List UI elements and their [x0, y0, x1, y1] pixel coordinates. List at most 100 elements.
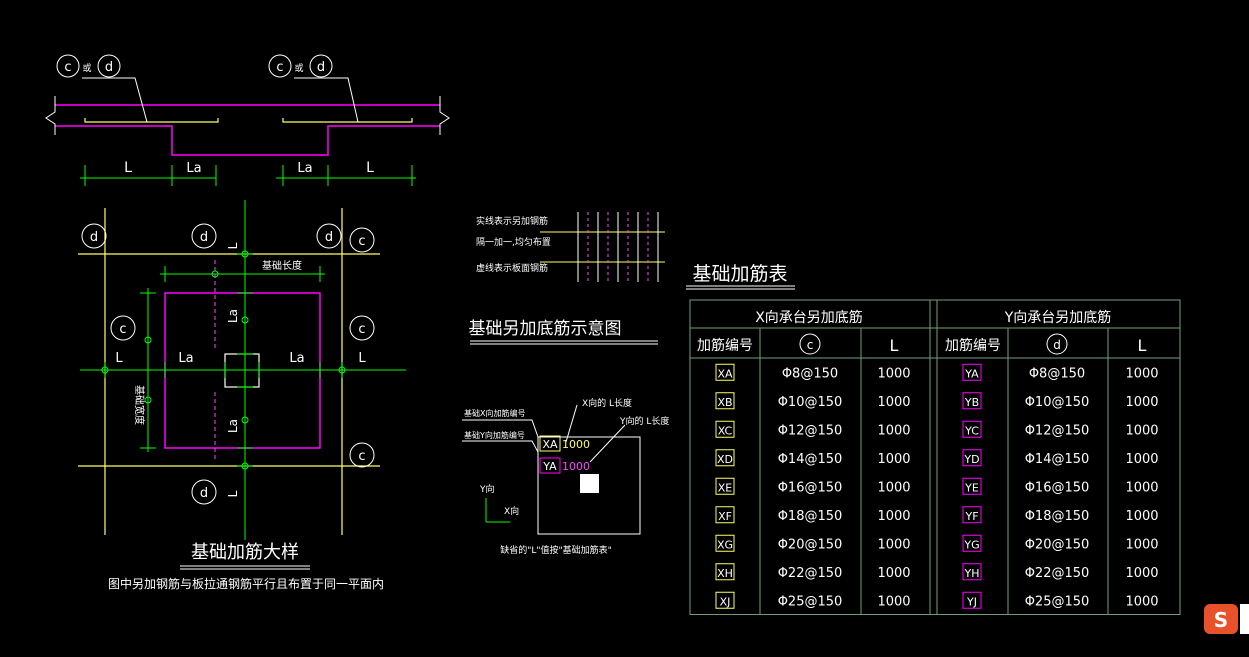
plan-bubble-c-2-label: c	[119, 322, 126, 337]
callout-c-label-left: c	[64, 60, 71, 75]
xcode-cell: XG	[717, 538, 733, 551]
plan-bubble-d-1-label: d	[90, 230, 98, 245]
yl-cell: 1000	[1125, 395, 1158, 410]
xcode-box	[715, 534, 735, 552]
yspec-cell: Φ22@150	[1025, 566, 1090, 581]
plan-dim-v-la-top: La	[226, 309, 240, 323]
plan-dim-v-l-bottom: L	[226, 490, 240, 497]
plan-bubble-d-1	[81, 223, 107, 249]
ycode-cell: YH	[964, 567, 980, 580]
xl-cell: 1000	[877, 509, 910, 524]
plan-note: 图中另加钢筋与板拉通钢筋平行且布置于同一平面内	[108, 576, 384, 591]
yspec-cell: Φ25@150	[1025, 594, 1090, 609]
callout-c-label-right: c	[276, 60, 283, 75]
plan-nodes	[101, 250, 346, 470]
yl-cell: 1000	[1125, 480, 1158, 495]
xcode-box	[715, 506, 735, 524]
legend-item-alternate: 隔一加一,均匀布置	[476, 236, 551, 248]
yl-cell: 1000	[1125, 452, 1158, 467]
schematic-outline	[537, 436, 641, 535]
logo-glyph: S	[1214, 608, 1228, 632]
plan-rebar-lines	[78, 208, 380, 535]
slab-bottom-line	[55, 125, 440, 156]
table-header-c: c	[807, 338, 814, 352]
xspec-cell: Φ22@150	[778, 566, 843, 581]
xcode-box	[715, 363, 735, 381]
plan-bubble-c-1-label: c	[358, 234, 365, 249]
plan-dim-v-l-top: L	[226, 242, 240, 249]
yspec-cell: Φ10@150	[1025, 395, 1090, 410]
plan-dim-length: 基础长度	[262, 259, 302, 272]
ycode-box	[962, 534, 982, 552]
schematic-xa-code: XA	[542, 438, 558, 451]
table-header-ycode: 加筋编号	[945, 337, 1001, 354]
schematic-y-len-label: Y向的 L长度	[619, 415, 669, 427]
yl-cell: 1000	[1125, 537, 1158, 552]
ycode-box	[962, 591, 982, 609]
ycode-box	[962, 392, 982, 410]
ycode-cell: YJ	[966, 595, 977, 608]
xcode-box	[715, 477, 735, 495]
schematic-xa-box	[539, 435, 561, 452]
section-dim-l-right: L	[366, 160, 374, 176]
break-line-right	[439, 96, 450, 135]
plan-view: d d d c c c c d 基础长度 基础宽度 L La La L L La…	[78, 200, 406, 591]
plan-dimensions	[80, 200, 406, 540]
xcode-cell: XA	[717, 367, 733, 380]
yspec-cell: Φ16@150	[1025, 480, 1090, 495]
xcode-box	[715, 563, 735, 581]
ycode-box	[962, 506, 982, 524]
rebar-table: 基础加筋表 X向承台另加底筋 Y向承台另加底筋 加筋编号 c L 加筋编号 d …	[686, 263, 1181, 615]
schematic-x-len-label: X向的 L长度	[582, 397, 632, 409]
xl-cell: 1000	[877, 423, 910, 438]
schematic-ya-box	[539, 457, 561, 474]
schematic-axis-x: X向	[504, 505, 519, 517]
xl-cell: 1000	[877, 594, 910, 609]
plan-bubble-d-2	[191, 223, 217, 249]
schematic-x-code-label: 基础X向加筋编号	[464, 408, 525, 418]
break-line-left	[45, 96, 56, 135]
callout-or-right: 或	[294, 62, 303, 74]
section-dim-la-left: La	[186, 161, 201, 176]
plan-dim-v-la-bottom: La	[226, 419, 240, 433]
plan-bubble-c-3-label: c	[358, 322, 365, 337]
callout-or-left: 或	[82, 62, 91, 74]
table-header-d-bubble	[1046, 333, 1068, 355]
xl-cell: 1000	[877, 452, 910, 467]
plan-bubble-c-3	[349, 315, 375, 341]
section-dimension	[80, 165, 416, 186]
schematic: 基础X向加筋编号 基础Y向加筋编号 X向的 L长度 Y向的 L长度 XA 100…	[462, 397, 669, 556]
yl-cell: 1000	[1125, 594, 1158, 609]
xspec-cell: Φ14@150	[778, 452, 843, 467]
ycode-box	[962, 563, 982, 581]
callout-d-bubble-right	[309, 54, 333, 78]
xl-cell: 1000	[877, 395, 910, 410]
xcode-cell: XE	[718, 481, 733, 494]
ycode-box	[962, 363, 982, 381]
ycode-box	[962, 449, 982, 467]
schematic-axis-y: Y向	[479, 483, 495, 495]
plan-bubble-d-4-label: d	[200, 486, 208, 501]
ycode-cell: YG	[963, 538, 979, 551]
callout-d-label-left: d	[105, 60, 113, 75]
legend-vlines	[577, 212, 659, 282]
plan-bubble-c-4	[349, 442, 375, 468]
table-header-d: d	[1053, 338, 1061, 352]
section-dim-l-left: L	[124, 160, 132, 176]
yspec-cell: Φ12@150	[1025, 423, 1090, 438]
ycode-cell: YD	[963, 453, 979, 466]
table-group-x: X向承台另加底筋	[755, 309, 863, 326]
table-grid	[689, 299, 1181, 615]
table-header-c-bubble	[799, 333, 821, 355]
callout-d-label-right: d	[317, 60, 325, 75]
